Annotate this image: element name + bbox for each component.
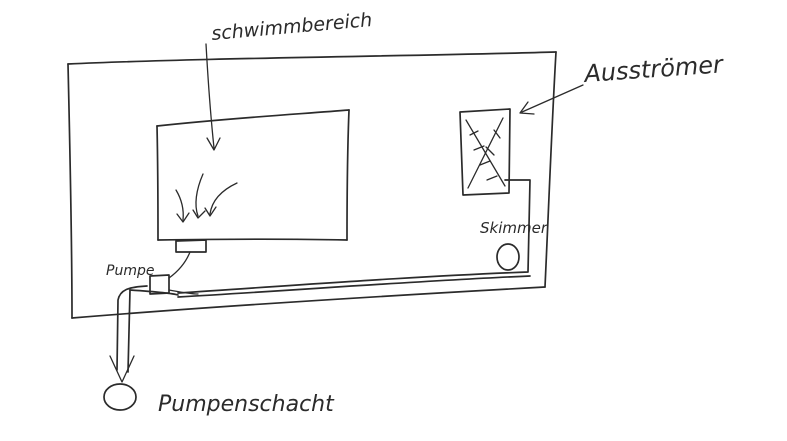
label-pump-station: Pumpenschacht	[158, 392, 335, 417]
pump-station-circle	[103, 383, 137, 411]
outlet-box	[459, 108, 511, 196]
flow-arrows	[175, 173, 238, 223]
pump-symbol	[149, 251, 199, 295]
drain-pipe	[109, 285, 148, 383]
return-pipes	[129, 179, 531, 298]
pool-outline	[67, 51, 557, 319]
skimmer-circle	[496, 243, 520, 271]
bottom-drain	[175, 239, 207, 253]
swim-area-arrow	[205, 43, 221, 151]
swim-area-box	[156, 109, 350, 241]
outlet-arrow	[519, 84, 584, 115]
label-pump: Pumpe	[106, 263, 154, 279]
label-outlet: Ausströmer	[581, 50, 725, 88]
label-skimmer: Skimmer	[480, 219, 548, 237]
label-swim-area: schwimmbereich	[211, 9, 374, 45]
